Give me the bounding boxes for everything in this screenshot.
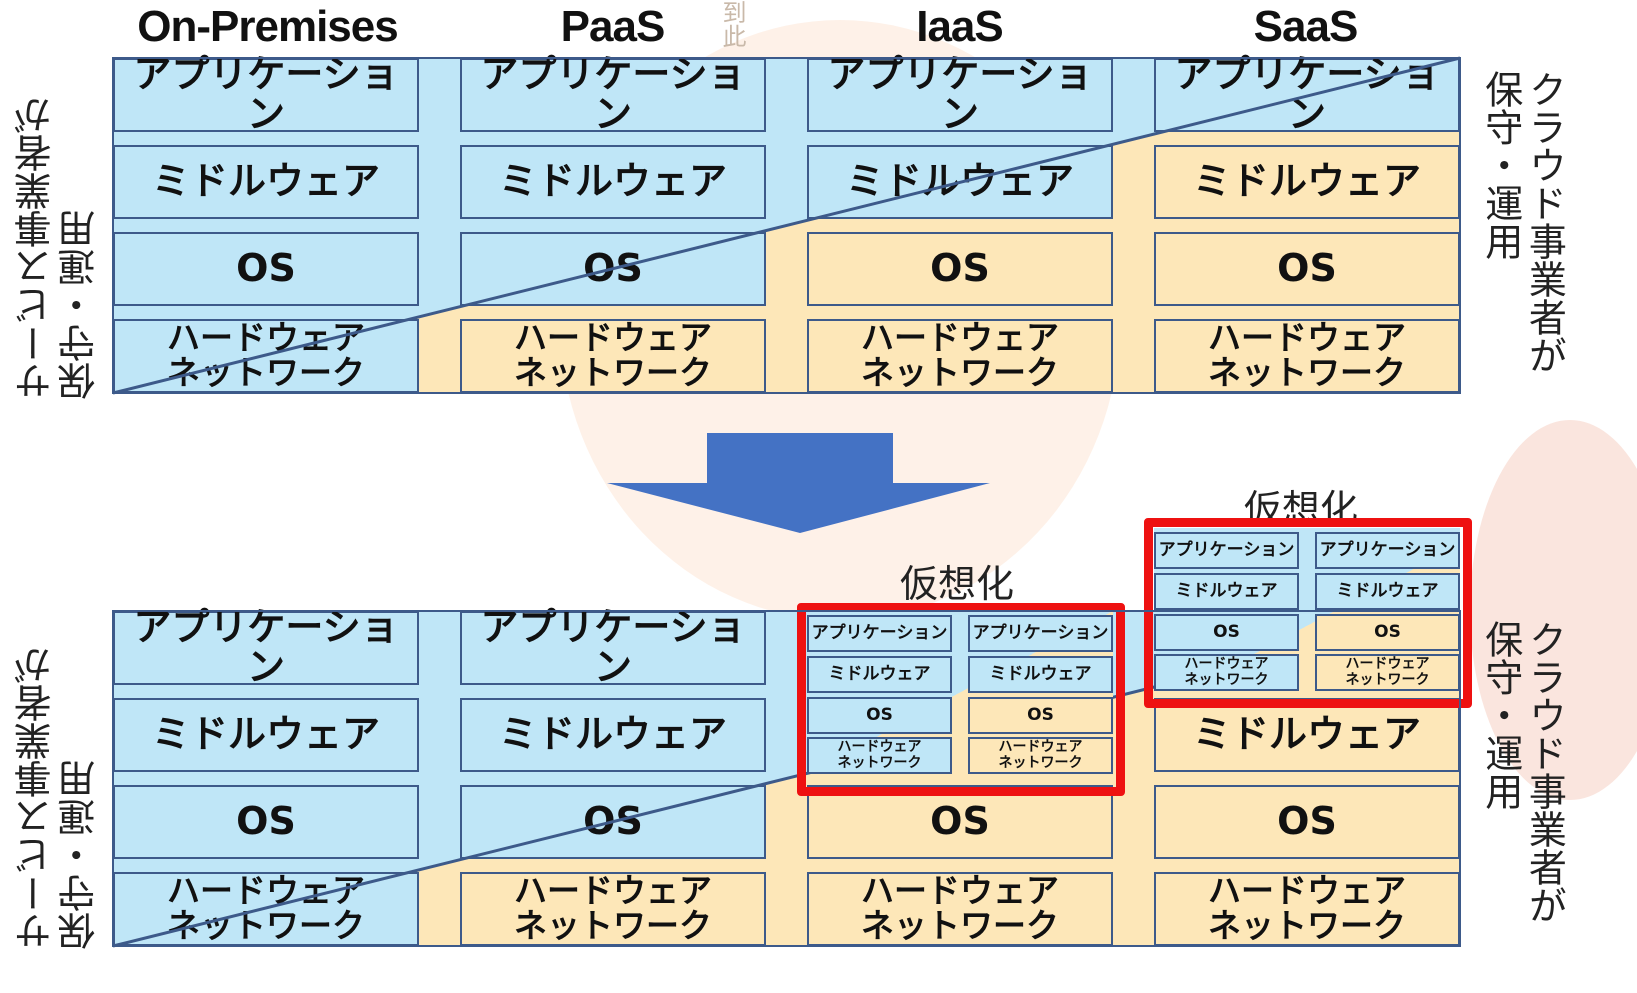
saas-middleware-bottom: ミドルウェア [1154, 698, 1460, 772]
paas-hardware-bottom: ハードウェア ネットワーク [460, 872, 766, 946]
iaas-virtualization-highlight [797, 603, 1125, 796]
column-header-on-premises: On-Premises [137, 2, 398, 51]
onprem-application-bottom: アプリケーション [113, 607, 419, 687]
onprem-middleware-bottom: ミドルウェア [113, 698, 419, 772]
iaas-application: アプリケーション [807, 54, 1113, 134]
iaas-hardware-bottom: ハードウェア ネットワーク [807, 872, 1113, 946]
paas-os: OS [460, 232, 766, 306]
column-header-paas: PaaS [560, 2, 666, 51]
paas-os-bottom: OS [460, 785, 766, 859]
saas-middleware: ミドルウェア [1154, 145, 1460, 219]
saas-hardware: ハードウェア ネットワーク [1154, 319, 1460, 393]
onprem-hardware-bottom: ハードウェア ネットワーク [113, 872, 419, 946]
saas-virtualization-highlight [1144, 518, 1472, 708]
onprem-middleware: ミドルウェア [113, 145, 419, 219]
paas-application-bottom: アプリケーション [460, 607, 766, 687]
onprem-hardware: ハードウェア ネットワーク [113, 319, 419, 393]
paas-application: アプリケーション [460, 54, 766, 134]
iaas-os-bottom: OS [807, 785, 1113, 859]
paas-hardware: ハードウェア ネットワーク [460, 319, 766, 393]
iaas-virtualization-label: 仮想化 [900, 562, 1015, 606]
saas-os-bottom: OS [1154, 785, 1460, 859]
saas-vm1-middleware: ミドルウェア [1154, 573, 1299, 610]
iaas-hardware: ハードウェア ネットワーク [807, 319, 1113, 393]
column-header-iaas: IaaS [916, 2, 1004, 51]
left-side-label-bottom: サービス事業者が 保守・運用 [14, 646, 102, 950]
right-side-label-bottom: クラウド事業者が 保守・運用 [1478, 620, 1567, 924]
saas-os: OS [1154, 232, 1460, 306]
right-side-label-top: クラウド事業者が 保守・運用 [1478, 70, 1567, 374]
paas-middleware-bottom: ミドルウェア [460, 698, 766, 772]
saas-hardware-bottom: ハードウェア ネットワーク [1154, 872, 1460, 946]
iaas-middleware: ミドルウェア [807, 145, 1113, 219]
left-side-label-top: サービス事業者が 保守・運用 [14, 96, 102, 400]
saas-application: アプリケーション [1154, 54, 1460, 134]
watermark-text: 到此 [718, 0, 746, 48]
saas-vm2-application: アプリケーション [1315, 532, 1460, 569]
column-header-saas: SaaS [1253, 2, 1359, 51]
onprem-application: アプリケーション [113, 54, 419, 134]
saas-vm2-middleware: ミドルウェア [1315, 573, 1460, 610]
saas-vm1-application: アプリケーション [1154, 532, 1299, 569]
onprem-os: OS [113, 232, 419, 306]
onprem-os-bottom: OS [113, 785, 419, 859]
paas-middleware: ミドルウェア [460, 145, 766, 219]
iaas-os: OS [807, 232, 1113, 306]
